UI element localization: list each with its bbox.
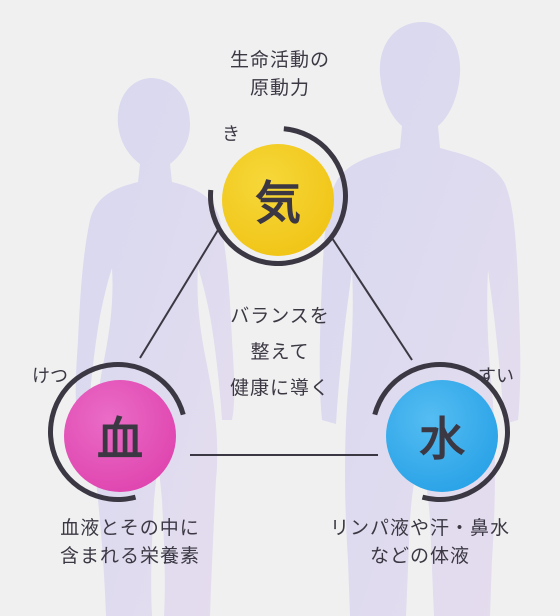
ketsu-reading: けつ [32,366,68,387]
ki-caption-line-2: 原動力 [249,77,310,99]
center-line-1: バランスを [230,305,330,327]
ki-caption: 生命活動の 原動力 [170,46,390,102]
ketsu-caption: 血液とその中に 含まれる栄養素 [20,514,240,570]
ki-reading: き [222,124,240,145]
sui-caption: リンパ液や汗・鼻水 などの体液 [300,514,540,570]
sui-caption-line-1: リンパ液や汗・鼻水 [329,517,510,539]
sui-kanji: 水 [419,412,465,466]
ki-caption-line-1: 生命活動の [229,49,330,71]
sui-circle: 水 [386,380,498,492]
ketsu-circle: 血 [64,380,176,492]
line-ki-ketsu [139,229,219,359]
ketsu-caption-line-1: 血液とその中に [60,517,200,539]
sui-reading: すい [478,366,514,387]
ki-circle: 気 [222,144,334,256]
ki-kanji: 気 [255,176,301,230]
center-line-3: 健康に導く [229,377,330,399]
center-message: バランスを 整えて 健康に導く [190,298,370,406]
ketsu-kanji: 血 [97,412,143,466]
center-line-2: 整えて [250,341,310,363]
ketsu-caption-line-2: 含まれる栄養素 [59,545,200,567]
line-ki-sui [331,237,413,361]
sui-caption-line-2: などの体液 [369,545,470,567]
